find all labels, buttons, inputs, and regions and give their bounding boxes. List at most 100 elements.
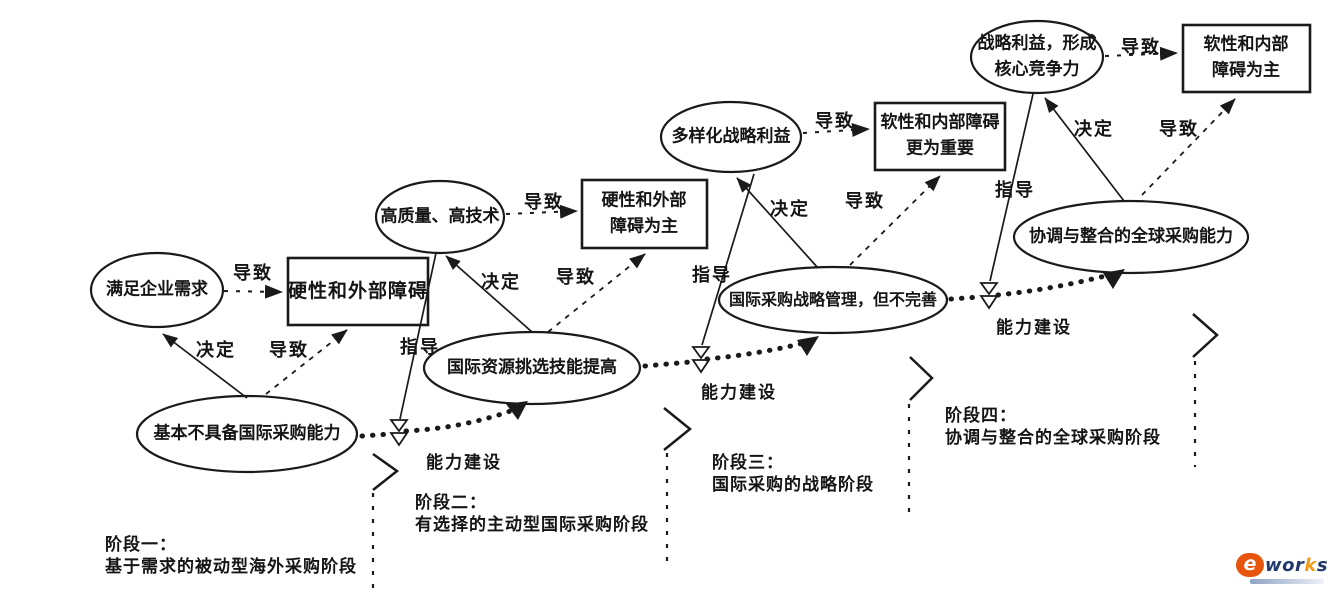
stage4-leads-to-mid-label: 导致 bbox=[1159, 119, 1199, 140]
phase3-desc: 国际采购的战略阶段 bbox=[712, 475, 874, 496]
stage3-capability-ellipse bbox=[717, 265, 949, 335]
curve-arrowhead-into-stage3 bbox=[797, 336, 819, 356]
phase4-desc: 协调与整合的全球采购阶段 bbox=[945, 428, 1161, 449]
guide-arrowhead-1 bbox=[389, 419, 409, 447]
stage4-goal-ellipse bbox=[969, 19, 1105, 95]
capability-building-curve bbox=[359, 271, 1116, 439]
stage3-goal-label: 多样化战略利益 bbox=[672, 124, 791, 150]
stage4-barrier-box bbox=[1181, 23, 1312, 94]
stage4-capability-ellipse bbox=[1012, 199, 1250, 275]
stage1-capability-text: 基本不具备国际采购能力 bbox=[153, 423, 341, 444]
logo-text-wor: wor bbox=[1265, 554, 1305, 576]
capability-building-label-2: 能力建设 bbox=[701, 383, 777, 403]
stage4-capability-to-barrier-arrow bbox=[1141, 98, 1236, 196]
stage4-barrier-line1: 软性和内部 bbox=[1203, 34, 1289, 55]
stage4-capability-label: 协调与整合的全球采购能力 bbox=[1029, 224, 1233, 250]
stage2-capability-to-barrier-arrow bbox=[547, 253, 646, 333]
stage2-capability-text: 国际资源挑选技能提高 bbox=[447, 357, 617, 378]
stage4-decides-arrow bbox=[1044, 97, 1125, 202]
stage1-leads-to-mid-label: 导致 bbox=[269, 340, 309, 361]
stage3-barrier-line1: 软性和内部障碍 bbox=[880, 112, 1000, 133]
stage1-leads-to-top-label: 导致 bbox=[233, 263, 273, 284]
stage2-decides-arrow bbox=[445, 255, 533, 333]
stage3-guides-label: 指导 bbox=[692, 265, 732, 286]
capability-building-label-3: 能力建设 bbox=[996, 318, 1072, 338]
stage2-barrier-line1: 硬性和外部 bbox=[601, 190, 687, 211]
stage-divider-chevron-3 bbox=[909, 356, 934, 401]
stage3-barrier-box bbox=[873, 101, 1007, 172]
stage2-goal-ellipse bbox=[374, 179, 506, 255]
logo-e-icon: e bbox=[1236, 553, 1264, 577]
stage-divider-chevron-1 bbox=[372, 452, 400, 491]
stage3-leads-to-mid-label: 导致 bbox=[845, 191, 885, 212]
stage4-goal-label: 战略利益，形成 核心竞争力 bbox=[978, 32, 1097, 83]
stage3-goal-ellipse bbox=[659, 100, 803, 174]
stage4-decides-label: 决定 bbox=[1074, 119, 1114, 140]
phase2-title: 阶段二： bbox=[415, 493, 487, 513]
phase1-caption: 阶段一： 基于需求的被动型海外采购阶段 bbox=[105, 534, 357, 579]
stage2-barrier-label: 硬性和外部 障碍为主 bbox=[602, 189, 687, 240]
stage4-barrier-line2: 障碍为主 bbox=[1212, 60, 1280, 80]
stage2-goal-text: 高质量、高技术 bbox=[380, 206, 500, 227]
stage1-decides-label: 决定 bbox=[196, 340, 236, 361]
stage3-guides-line bbox=[701, 173, 755, 346]
stage2-guides-line bbox=[399, 252, 437, 420]
stage3-barrier-label: 软性和内部障碍 更为重要 bbox=[881, 111, 1000, 162]
stage3-capability-label: 国际采购战略管理，但不完善 bbox=[729, 288, 937, 312]
stage2-barrier-line2: 障碍为主 bbox=[610, 216, 678, 236]
phase3-title: 阶段三： bbox=[712, 453, 784, 473]
curve-arrowhead-into-stage4 bbox=[1103, 269, 1125, 289]
phase2-caption: 阶段二： 有选择的主动型国际采购阶段 bbox=[415, 492, 649, 537]
stage4-goal-line1: 战略利益，形成 bbox=[977, 33, 1097, 54]
stage4-goal-to-barrier-arrow bbox=[1104, 46, 1178, 61]
logo-underline-bar bbox=[1250, 579, 1324, 584]
stage3-capability-text: 国际采购战略管理，但不完善 bbox=[728, 290, 938, 309]
stage4-goal-line2: 核心竞争力 bbox=[994, 59, 1080, 79]
stage2-decides-label: 决定 bbox=[481, 272, 521, 293]
stage1-goal-label: 满足企业需求 bbox=[106, 277, 208, 303]
eworks-logo: e wor k s bbox=[1236, 551, 1334, 593]
stage3-barrier-line2: 更为重要 bbox=[906, 138, 974, 158]
stage4-guides-label: 指导 bbox=[995, 180, 1035, 201]
stage1-goal-text: 满足企业需求 bbox=[106, 279, 208, 300]
capability-building-label-1: 能力建设 bbox=[426, 453, 502, 473]
logo-text-k: k bbox=[1304, 554, 1317, 576]
eworks-logo-text: e wor k s bbox=[1236, 551, 1334, 579]
stage3-leads-to-top-label: 导致 bbox=[815, 111, 855, 132]
stage2-capability-label: 国际资源挑选技能提高 bbox=[447, 355, 617, 381]
stage2-leads-to-top-label: 导致 bbox=[524, 192, 564, 213]
stage1-goal-ellipse bbox=[89, 251, 225, 329]
stage3-decides-arrow bbox=[736, 177, 819, 269]
guide-arrowhead-3 bbox=[979, 282, 999, 310]
phase3-caption: 阶段三： 国际采购的战略阶段 bbox=[712, 452, 874, 497]
phase4-title: 阶段四： bbox=[945, 406, 1017, 426]
stage-divider-chevron-4 bbox=[1192, 313, 1219, 358]
stage1-barrier-label: 硬性和外部障碍 bbox=[288, 277, 428, 306]
curve-arrowhead-into-stage2 bbox=[506, 401, 528, 420]
stage-divider-lines bbox=[371, 361, 1197, 594]
stage1-barrier-text: 硬性和外部障碍 bbox=[287, 279, 429, 302]
stage4-leads-to-top-label: 导致 bbox=[1121, 37, 1161, 58]
phase1-desc: 基于需求的被动型海外采购阶段 bbox=[105, 557, 357, 578]
stage-divider-chevrons bbox=[372, 313, 1219, 491]
stage2-leads-to-mid-label: 导致 bbox=[556, 267, 596, 288]
stage2-guides-label: 指导 bbox=[400, 337, 440, 358]
stage1-capability-label: 基本不具备国际采购能力 bbox=[154, 421, 341, 447]
stage4-guides-line bbox=[989, 93, 1034, 282]
phase4-caption: 阶段四： 协调与整合的全球采购阶段 bbox=[945, 405, 1161, 450]
stage1-goal-to-barrier-arrow bbox=[223, 284, 283, 299]
stage3-goal-text: 多样化战略利益 bbox=[671, 126, 791, 147]
phase1-title: 阶段一： bbox=[105, 535, 177, 555]
stage3-decides-label: 决定 bbox=[770, 199, 810, 220]
phase2-desc: 有选择的主动型国际采购阶段 bbox=[415, 515, 649, 536]
stage2-goal-label: 高质量、高技术 bbox=[381, 204, 500, 230]
stage1-capability-ellipse bbox=[135, 394, 359, 474]
stage1-decides-arrow bbox=[162, 333, 248, 399]
stage-divider-chevron-2 bbox=[663, 407, 692, 451]
stage2-barrier-box bbox=[580, 178, 709, 250]
guide-arrowhead-2 bbox=[691, 346, 711, 374]
stage4-barrier-label: 软性和内部 障碍为主 bbox=[1204, 33, 1289, 84]
logo-text-s: s bbox=[1316, 554, 1329, 576]
